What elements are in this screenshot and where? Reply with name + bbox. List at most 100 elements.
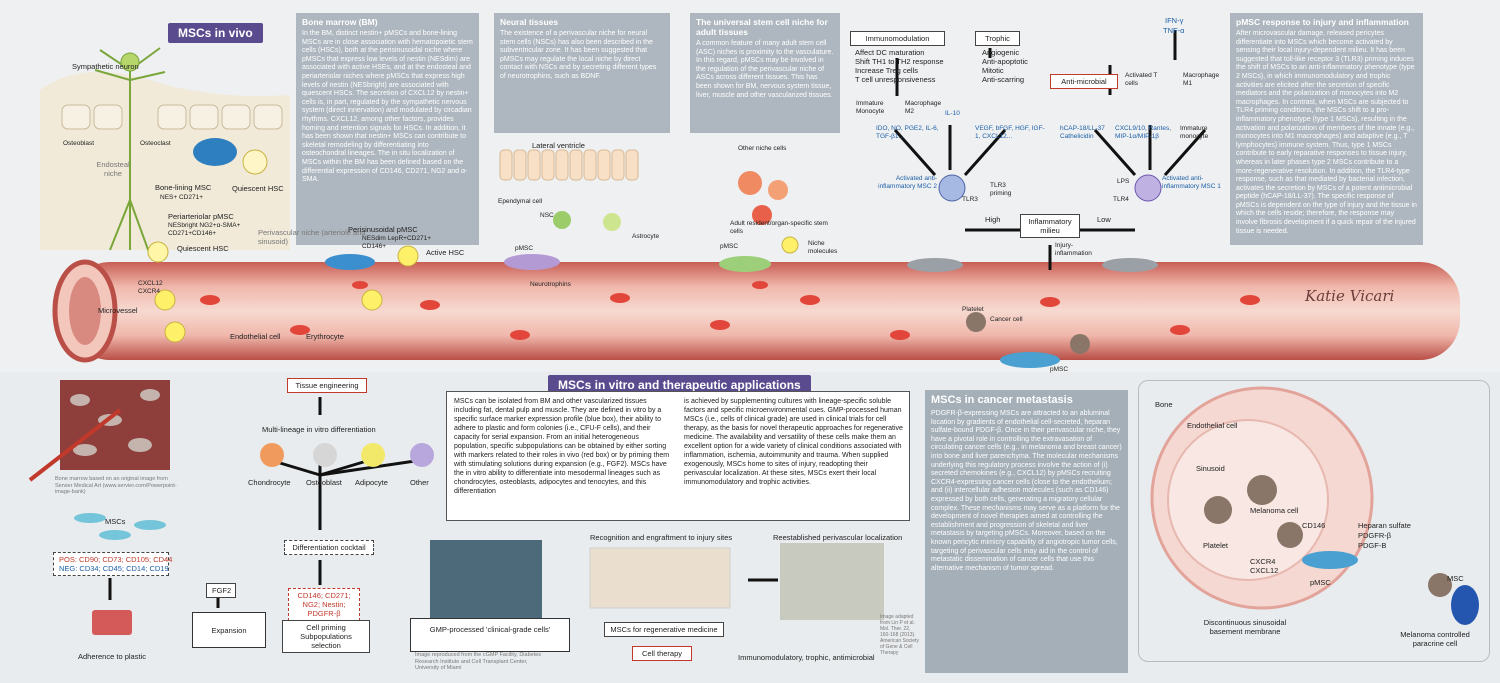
panel-bone-marrow: Bone marrow (BM) In the BM, distinct nes…: [296, 13, 479, 245]
text-in-vitro: MSCs can be isolated from BM and other v…: [446, 391, 910, 521]
label-niche-molecules: Niche molecules: [808, 240, 838, 255]
artist-signature: Katie Vicari: [1305, 287, 1395, 305]
label-tlr3: TLR3: [962, 196, 978, 203]
label-cxcl12: CXCL12: [138, 280, 163, 287]
label-platelet-met: Platelet: [1203, 541, 1229, 550]
arrow-expansion: Expansion: [192, 612, 266, 648]
panel-bone-marrow-title: Bone marrow (BM): [302, 17, 378, 27]
panel-neural-title: Neural tissues: [500, 17, 559, 27]
lineage-label: Chondrocyte: [248, 478, 291, 487]
label-pmsc-met: pMSC: [1310, 578, 1331, 587]
label-activated-t-cells: Activated T cells: [1125, 72, 1158, 87]
label-lateral-ventricle: Lateral ventricle: [532, 141, 585, 150]
label-platelet: Platelet: [962, 306, 984, 313]
credit-bone-marrow: Bone marrow based on an original image f…: [55, 476, 177, 495]
trophic-item: Anti-apoptotic: [982, 57, 1028, 66]
label-cxcr4: CXCR4: [138, 288, 161, 295]
panel-universal-text: A common feature of many adult stem cell…: [696, 40, 834, 99]
label-cxcl12-met: CXCL12: [1250, 566, 1279, 575]
label-mscs: MSCs: [105, 517, 126, 526]
label-immature-monocyte-right: Immature monocyte: [1180, 125, 1209, 140]
label-neurotrophins: Neurotrophins: [530, 281, 571, 288]
lineage-label: Osteoblast: [306, 478, 342, 487]
label-basement-membrane: Discontinuous sinusoidal basement membra…: [1203, 618, 1287, 636]
text-in-vitro-right: is achieved by supplementing cultures wi…: [684, 398, 903, 486]
label-other-niche-cells: Other niche cells: [738, 145, 787, 152]
label-adherence: Adherence to plastic: [78, 652, 146, 661]
immuno-item: Increase Treg cells: [855, 66, 918, 75]
label-pdgfrb: PDGFR-β: [1358, 531, 1392, 540]
list-trophic: Angiogenic Anti-apoptotic Mitotic Anti-s…: [982, 48, 1028, 84]
box-fgf2: FGF2: [206, 583, 236, 598]
label-mediators-left: IDO, NO, PGE2, IL-6, TGF-β1...: [876, 125, 939, 140]
label-pdgfb: PDGF-B: [1358, 541, 1387, 550]
label-macrophage-m2: Macrophage M2: [905, 100, 942, 115]
label-bone: Bone: [1155, 400, 1173, 409]
label-perisinusoidal-pmsc: Perisinusoidal pMSC: [348, 225, 418, 234]
markers-positive: POS: CD90; CD73; CD105; CD44: [59, 555, 173, 564]
label-immature-monocyte-left: Immature Monocyte: [856, 100, 885, 115]
label-bone-lining-msc: Bone-lining MSC: [155, 183, 212, 192]
credit-gmp: Image reproduced from the cGMP Facility,…: [415, 652, 542, 671]
label-injury-inflammation: Injury-inflammation: [1055, 242, 1092, 257]
credit-relocalization: Image adapted from Lin P et al. Mol. The…: [880, 614, 919, 656]
label-astrocyte: Astrocyte: [632, 233, 660, 240]
trophic-item: Angiogenic: [982, 48, 1020, 57]
markers-negative: NEG: CD34; CD45; CD14; CD19: [59, 564, 169, 573]
panel-neural: Neural tissues The existence of a periva…: [494, 13, 670, 133]
list-immunomodulation: Affect DC maturation Shift TH1 to TH2 re…: [855, 48, 944, 84]
box-tissue-engineering: Tissue engineering: [287, 378, 367, 393]
text-in-vitro-left: MSCs can be isolated from BM and other v…: [454, 398, 670, 495]
box-antimicrobial: Anti-microbial: [1050, 74, 1118, 89]
label-paracrine-cell: Melanoma controlled paracrine cell: [1400, 630, 1470, 648]
label-relocalization: Reestablished perivascular localization: [773, 533, 903, 542]
panel-universal: The universal stem cell niche for adult …: [690, 13, 840, 133]
label-multilineage: Multi-lineage in vitro differentiation: [262, 425, 376, 434]
label-melanoma: Melanoma cell: [1250, 506, 1299, 515]
label-cxcl9: CXCL9/10, Rantes, MIP-1α/MIP-1β: [1115, 125, 1172, 140]
box-regenerative-medicine: MSCs for regenerative medicine: [604, 622, 724, 637]
panel-bone-marrow-text: In the BM, distinct nestin+ pMSCs and bo…: [302, 30, 473, 184]
label-endothelial-met: Endothelial cell: [1187, 421, 1238, 430]
label-lps: LPS: [1117, 178, 1130, 185]
label-hcap: hCAP-18/LL-37 Cathelicidin: [1060, 125, 1105, 140]
label-adult-resident: Adult resident/organ-specific stem cells: [730, 220, 828, 235]
label-osteoclast: Osteoclast: [140, 140, 171, 147]
label-quiescent-hsc-top: Quiescent HSC: [232, 184, 284, 193]
panel-neural-text: The existence of a perivascular niche fo…: [500, 30, 657, 80]
label-nsc: NSC: [540, 212, 554, 219]
metastasis-frame: [1138, 380, 1490, 662]
lineage-label: Other: [410, 478, 429, 487]
lineage-label: Adipocyte: [355, 478, 388, 487]
label-quiescent-hsc: Quiescent HSC: [177, 244, 229, 253]
label-periarteriolar-markers: NESbright NG2+α-SMA+ CD271+CD146+: [168, 222, 241, 237]
panel-metastasis: MSCs in cancer metastasis PDGFR-β-expres…: [925, 390, 1128, 673]
label-low: Low: [1097, 215, 1111, 224]
trophic-item: Anti-scarring: [982, 75, 1025, 84]
label-effects: Immunomodulatory, trophic, antimicrobial: [738, 653, 875, 662]
panel-universal-title: The universal stem cell niche for adult …: [696, 17, 828, 37]
label-tlr3-priming: TLR3 priming: [990, 182, 1012, 197]
panel-response-text: After microvascular damage, released per…: [1236, 30, 1417, 235]
box-trophic: Trophic: [975, 31, 1020, 46]
label-heparan: Heparan sulfate: [1358, 521, 1411, 530]
box-cell-therapy: Cell therapy: [632, 646, 692, 661]
label-microvessel: Microvessel: [98, 306, 138, 315]
label-tlr4: TLR4: [1113, 196, 1129, 203]
immuno-item: T cell unresponsiveness: [855, 75, 936, 84]
label-recognition: Recognition and engraftment to injury si…: [590, 533, 733, 542]
immuno-item: Shift TH1 to TH2 response: [855, 57, 944, 66]
label-pmsc-universal: pMSC: [720, 243, 739, 250]
label-perisinusoidal-markers: NESdim LepR+CD271+ CD146+: [362, 235, 432, 250]
box-surface-markers: POS: CD90; CD73; CD105; CD44 NEG: CD34; …: [53, 552, 173, 576]
box-cell-priming: Cell priming Subpopulations selection: [282, 620, 370, 653]
label-sinusoid: Sinusoid: [1196, 464, 1225, 473]
box-differentiation-cocktail: Differentiation cocktail: [284, 540, 374, 555]
section-title-in-vivo: MSCs in vivo: [168, 23, 263, 43]
box-immunomodulation: Immunomodulation: [850, 31, 945, 46]
label-high: High: [985, 215, 1001, 224]
label-cd146: CD146: [1302, 521, 1326, 530]
label-msc2: Activated anti-inflammatory MSC 2: [878, 175, 937, 190]
label-msc-met: MSC: [1447, 574, 1464, 583]
label-osteoblast: Osteoblast: [63, 140, 95, 147]
